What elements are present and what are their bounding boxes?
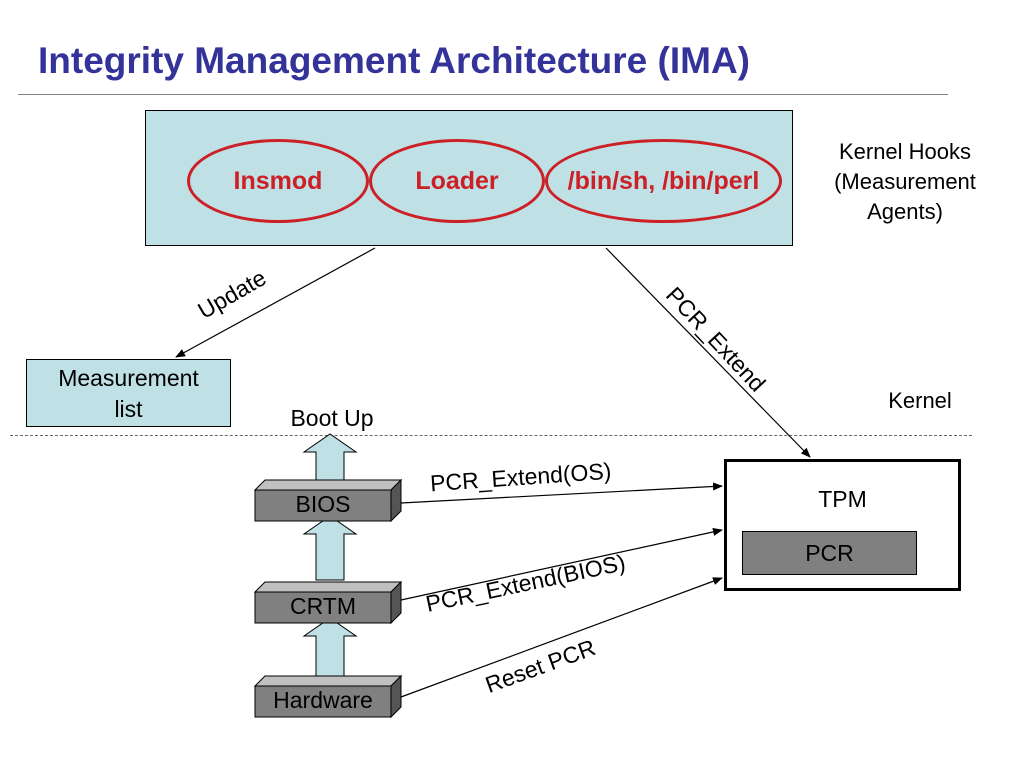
measurement-list-line2: list	[114, 396, 143, 422]
pcr-extend-arrow	[605, 247, 811, 458]
kernel-hooks-label-line2: (Measurement	[834, 169, 976, 194]
kernel-hooks-label-line1: Kernel Hooks	[838, 139, 972, 164]
boot-up-arrow-top	[302, 433, 358, 481]
title-divider	[18, 94, 948, 95]
tpm-box: TPM PCR	[724, 459, 961, 591]
boot-up-arrow-bottom	[302, 617, 358, 681]
insmod-oval: Insmod	[187, 139, 369, 223]
update-arrow	[175, 247, 376, 358]
kernel-hooks-label-line3: Agents)	[867, 199, 943, 224]
kernel-label: Kernel	[888, 388, 952, 413]
pcr-register: PCR	[742, 531, 917, 575]
kernel-boundary-line	[10, 435, 972, 436]
kernel-hooks-label: Kernel Hooks (Measurement Agents)	[815, 137, 995, 227]
crtm-label: CRTM	[289, 593, 356, 619]
crtm-block	[253, 580, 403, 625]
loader-oval: Loader	[369, 139, 545, 223]
page-title: Integrity Management Architecture (IMA)	[38, 40, 750, 81]
reset-pcr-arrow	[400, 577, 723, 698]
hardware-block	[253, 674, 403, 719]
bios-label: BIOS	[295, 491, 351, 517]
boot-up-arrow-mid	[302, 515, 358, 581]
pcr-extend-bios-arrow	[400, 528, 723, 601]
tpm-label: TPM	[818, 486, 867, 512]
measurement-list-box: Measurement list	[26, 359, 231, 427]
boot-up-label: Boot Up	[290, 405, 374, 431]
shell-perl-oval: /bin/sh, /bin/perl	[545, 139, 782, 223]
pcr-extend-os-arrow	[400, 482, 723, 504]
measurement-list-line1: Measurement	[58, 365, 199, 391]
hardware-label: Hardware	[273, 687, 373, 713]
bios-block	[253, 478, 403, 523]
